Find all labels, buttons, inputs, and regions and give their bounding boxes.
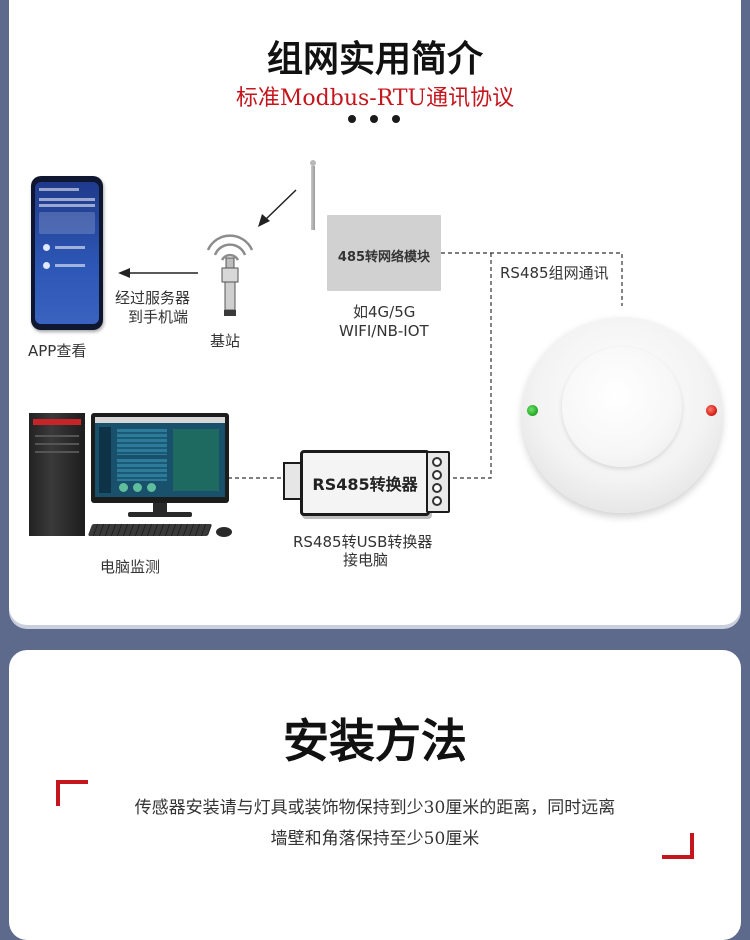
server-label-line1: 经过服务器 xyxy=(115,289,191,307)
module-caption-line2: WIFI/NB-IOT xyxy=(339,322,429,340)
pc-tower-icon xyxy=(29,413,85,536)
install-card xyxy=(9,650,741,940)
smoke-detector-icon xyxy=(522,317,722,513)
red-led-icon xyxy=(706,405,717,416)
corner-bracket-top-left xyxy=(56,780,88,806)
module-label: 485转网络模块 xyxy=(337,250,431,265)
app-label: APP查看 xyxy=(28,342,87,360)
terminal-block-icon xyxy=(426,451,450,513)
install-text-line1: 传感器安装请与灯具或装饰物保持到少30厘米的距离，同时远离 xyxy=(134,798,616,818)
install-title: 安装方法 xyxy=(283,714,467,768)
network-subtitle: 标准Modbus-RTU通讯协议 xyxy=(235,86,515,111)
base-station-label: 基站 xyxy=(210,332,241,350)
converter-caption-line2: 接电脑 xyxy=(343,551,389,569)
usb-plug-icon xyxy=(283,462,302,500)
converter-caption-line1: RS485转USB转换器 xyxy=(293,533,433,551)
monitor-icon xyxy=(91,413,229,503)
separator-dots xyxy=(348,115,408,125)
keyboard-icon xyxy=(87,524,213,536)
network-module-box: 485转网络模块 xyxy=(327,215,441,291)
install-text-line2: 墙壁和角落保持至少50厘米 xyxy=(270,829,480,849)
phone-icon xyxy=(31,176,103,330)
rs485-converter-icon: RS485转换器 xyxy=(300,450,430,516)
module-caption-line1: 如4G/5G xyxy=(353,303,416,321)
antenna-icon xyxy=(308,160,318,230)
network-title: 组网实用简介 xyxy=(266,38,483,80)
converter-label: RS485转换器 xyxy=(312,475,418,494)
corner-bracket-bottom-right xyxy=(662,833,694,859)
network-card xyxy=(9,0,741,625)
pc-label: 电脑监测 xyxy=(100,558,161,576)
server-label-line2: 到手机端 xyxy=(128,308,189,326)
rs485-network-label: RS485组网通讯 xyxy=(500,264,609,282)
mouse-icon xyxy=(216,527,232,537)
base-station-icon xyxy=(206,234,254,316)
green-led-icon xyxy=(527,405,538,416)
